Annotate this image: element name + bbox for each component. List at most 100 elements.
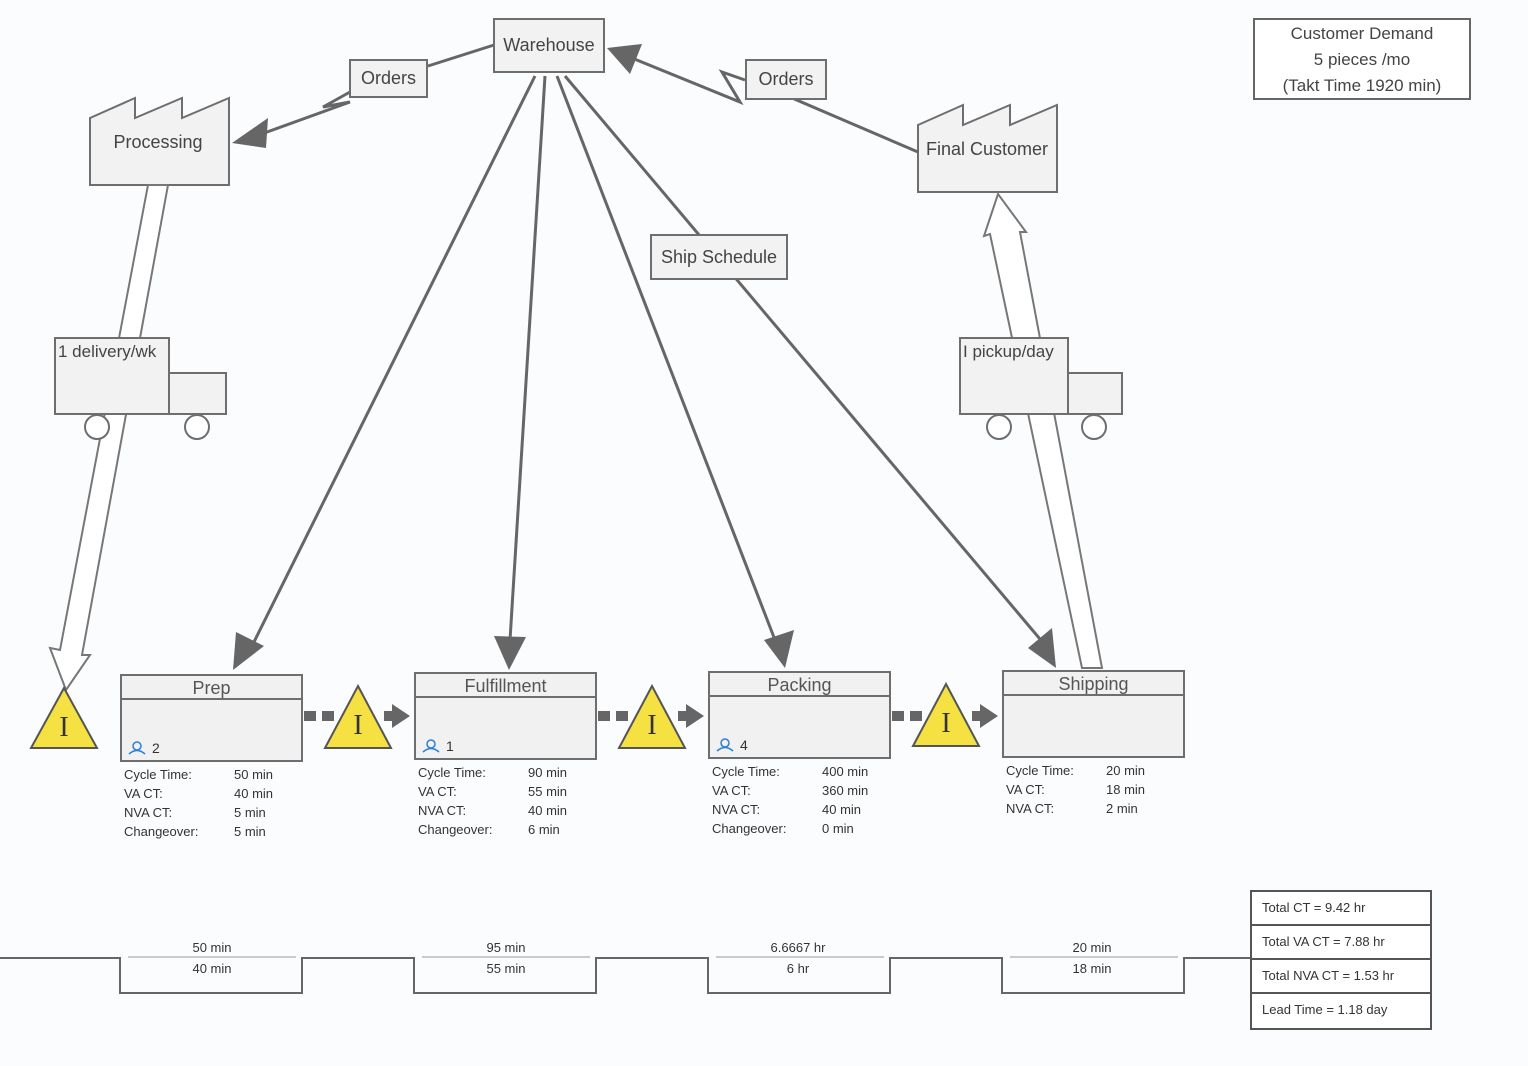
stat-label: Cycle Time: <box>712 764 780 779</box>
truck-delivery-label: 1 delivery/wk <box>58 342 157 361</box>
timeline-bottom-value: 40 min <box>192 961 232 976</box>
ship-schedule-label: Ship Schedule <box>660 246 778 267</box>
orders-label: Orders <box>360 68 416 88</box>
stat-label: Changeover: <box>712 821 787 836</box>
inventory-glyph: I <box>353 710 363 741</box>
timeline-bottom-value: 18 min <box>1072 961 1112 976</box>
timeline-segment: 50 min 40 min <box>122 937 302 979</box>
stat-label: VA CT: <box>1006 782 1045 797</box>
orders-label: Orders <box>758 69 814 89</box>
final-customer-label: Final Customer <box>925 139 1049 159</box>
stat-label: NVA CT: <box>418 803 467 818</box>
operator-count: 4 <box>716 737 748 753</box>
operator-count-value: 2 <box>152 740 160 756</box>
process-title: Fulfillment <box>416 674 595 698</box>
stat-value: 55 min <box>528 784 568 799</box>
process-title: Packing <box>710 673 889 697</box>
process-stats-fulfillment: Cycle Time: 90 min VA CT: 55 min NVA CT: 40… <box>418 763 567 839</box>
timeline-segment: 95 min 55 min <box>416 937 596 979</box>
process-stats-packing: Cycle Time: 400 min VA CT: 360 min NVA CT:… <box>712 762 868 838</box>
stat-value: 5 min <box>234 824 266 839</box>
timeline-top-value: 20 min <box>1072 940 1112 955</box>
stat-value: 0 min <box>822 821 854 836</box>
stat-label: VA CT: <box>712 783 751 798</box>
process-stats-prep: Cycle Time: 50 min VA CT: 40 min NVA CT: 5 … <box>124 765 273 841</box>
timeline-segment: 20 min 18 min <box>1002 937 1182 979</box>
orders-tag-right[interactable]: Orders <box>745 59 827 100</box>
process-title: Shipping <box>1004 672 1183 696</box>
stat-value: 400 min <box>822 764 869 779</box>
stat-value: 40 min <box>234 786 274 801</box>
operator-count: 2 <box>128 740 160 756</box>
stat-label: NVA CT: <box>1006 801 1055 816</box>
operator-icon <box>716 738 734 752</box>
push-arrows <box>304 704 998 728</box>
operator-count-value: 4 <box>740 737 748 753</box>
customer-demand-takt: (Takt Time 1920 min) <box>1282 76 1442 95</box>
stat-value: 5 min <box>234 805 266 820</box>
schedule-arrows <box>248 75 1047 651</box>
stat-value: 90 min <box>528 765 568 780</box>
schedule-arrowheads <box>233 628 1056 670</box>
ship-schedule-tag[interactable]: Ship Schedule <box>650 234 788 280</box>
stat-label: Changeover: <box>124 824 199 839</box>
process-stats-shipping: Cycle Time: 20 min VA CT: 18 min NVA CT: 2 … <box>1006 761 1145 818</box>
timeline-segment: 6.6667 hr 6 hr <box>708 937 888 979</box>
stat-value: 18 min <box>1106 782 1146 797</box>
stat-value: 50 min <box>234 767 274 782</box>
inventory-glyph: I <box>59 712 69 743</box>
summary-lead-time: Lead Time = 1.18 day <box>1262 1002 1388 1017</box>
orders-info-arrow-left <box>232 43 495 148</box>
operator-count: 1 <box>422 738 454 754</box>
stat-value: 6 min <box>528 822 560 837</box>
customer-demand-box[interactable]: Customer Demand 5 pieces /mo (Takt Time … <box>1253 18 1471 100</box>
summary-total-va-ct: Total VA CT = 7.88 hr <box>1252 926 1430 960</box>
customer-demand-quantity: 5 pieces /mo <box>1313 50 1411 69</box>
stat-value: 2 min <box>1106 801 1138 816</box>
summary-total-ct: Total CT = 9.42 hr <box>1252 892 1430 926</box>
orders-tag-left[interactable]: Orders <box>349 59 428 98</box>
stat-value: 40 min <box>528 803 568 818</box>
operator-icon <box>128 741 146 755</box>
stat-label: VA CT: <box>418 784 457 799</box>
stat-label: Changeover: <box>418 822 493 837</box>
delivery-truck-icon <box>54 337 227 440</box>
summary-total-nva-ct: Total NVA CT = 1.53 hr <box>1252 960 1430 994</box>
truck-pickup-label: I pickup/day <box>963 342 1054 361</box>
timeline-bottom-value: 6 hr <box>786 961 810 976</box>
stat-label: Cycle Time: <box>1006 763 1074 778</box>
pickup-truck-icon <box>959 337 1123 440</box>
inventory-triangles <box>29 681 981 749</box>
warehouse-label: Warehouse <box>503 35 595 55</box>
stat-label: Cycle Time: <box>124 767 192 782</box>
stat-value: 40 min <box>822 802 862 817</box>
timeline-top-value: 50 min <box>192 940 232 955</box>
process-box-prep[interactable]: Prep 2 <box>120 674 303 762</box>
stat-label: Cycle Time: <box>418 765 486 780</box>
stat-label: NVA CT: <box>712 802 761 817</box>
processing-label: Processing <box>113 132 203 152</box>
operator-icon <box>422 739 440 753</box>
stat-value: 360 min <box>822 783 869 798</box>
stat-label: VA CT: <box>124 786 163 801</box>
final-customer-factory-icon <box>917 103 1058 193</box>
warehouse-box[interactable]: Warehouse <box>493 18 605 73</box>
process-title: Prep <box>122 676 301 700</box>
timeline-top-value: 95 min <box>486 940 526 955</box>
stat-label: NVA CT: <box>124 805 173 820</box>
process-box-shipping[interactable]: Shipping <box>1002 670 1185 758</box>
process-box-fulfillment[interactable]: Fulfillment 1 <box>414 672 597 760</box>
inventory-glyph: I <box>941 708 951 739</box>
stat-value: 20 min <box>1106 763 1146 778</box>
customer-demand-title: Customer Demand <box>1290 24 1434 43</box>
orders-info-arrow-right <box>607 44 919 154</box>
timeline-ladder <box>0 957 1250 994</box>
summary-table[interactable]: Total CT = 9.42 hr Total VA CT = 7.88 hr… <box>1250 890 1432 1030</box>
pickup-push-arrow <box>982 191 1104 669</box>
inventory-glyph: I <box>647 710 657 741</box>
process-box-packing[interactable]: Packing 4 <box>708 671 891 759</box>
delivery-push-arrow <box>48 184 170 693</box>
processing-factory-icon <box>89 96 230 186</box>
